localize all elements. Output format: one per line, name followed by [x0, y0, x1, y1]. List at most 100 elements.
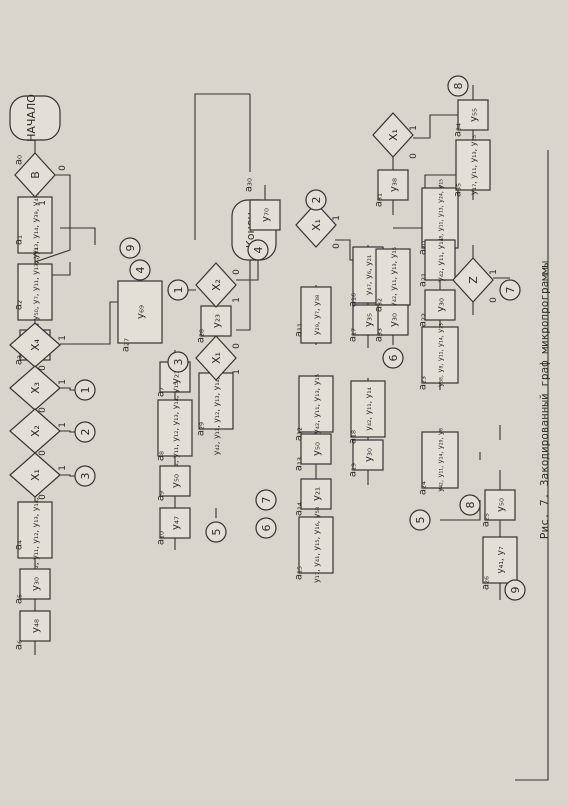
connector-c9_out: 9 — [504, 579, 526, 601]
block-label: y₂₃ — [212, 314, 223, 328]
block-label: y₁₇, y₄₁, y₁₅, y₁₆, y₅₈ — [312, 507, 321, 583]
block-a22: y₃₀ — [424, 289, 456, 321]
block-a5: y₃₀ — [19, 568, 51, 600]
branch-zero: 0 — [489, 297, 499, 303]
connector-number: 7 — [260, 497, 273, 504]
block-label: y₃₀ — [31, 577, 42, 591]
block-label: y₅₈, y₈, y₁₁, y₁₃, y₂₄, y₁₅ — [436, 179, 444, 257]
block-a20: y₅₈, y₈, y₁₁, y₁₃, y₂₄, y₁₅ — [421, 179, 459, 257]
connector-c3_out: 3 — [74, 465, 96, 487]
state-a20: a₂₀ — [418, 241, 429, 255]
condition-label: X₁ — [29, 469, 42, 481]
state-a23: a₂₃ — [418, 376, 429, 390]
connector-number: 1 — [79, 387, 92, 394]
block-a24: y₄₂, y₁₁, y₁₄, y₂₉, y₈ — [421, 428, 459, 492]
branch-one: 1 — [489, 269, 499, 275]
state-a3: a₃ — [14, 355, 25, 365]
state-a27: a₂₇ — [121, 338, 132, 352]
block-label: y₃₀ — [436, 298, 447, 312]
block-a26: y₄₁, y₇ — [482, 536, 518, 584]
connector-c1_in: 1 — [167, 279, 189, 301]
block-a10: y₄₇ — [159, 507, 191, 539]
condition-x2_mid: X₂ — [195, 262, 237, 308]
branch-one: 1 — [409, 125, 419, 131]
condition-x1_top: X₁ — [372, 112, 414, 158]
block-label: y₄₁, y₇ — [496, 546, 506, 574]
state-a26: a₂₆ — [481, 576, 492, 590]
block-label: y₅₅ — [469, 108, 480, 122]
state-labels: a₀a₁a₂a₃a₄a₅a₆a₂₇a₇a₈a₉a₁₀a₂₈a₂₉a₃₀a₁₁a₁… — [14, 123, 492, 650]
connector-c3_in: 3 — [167, 351, 189, 373]
block-label: y₄₃, y₁₃, y₁₄, y₃₉, y₄₇, y₁₆ — [31, 179, 40, 271]
connector-c5_out: 5 — [205, 521, 227, 543]
block-label: y₃₀ — [389, 313, 400, 327]
state-a22: a₂₂ — [418, 313, 429, 327]
connector-number: 6 — [387, 355, 400, 362]
state-a25: a₂₅ — [481, 513, 492, 527]
condition-label: X₄ — [29, 338, 42, 351]
state-a1: a₁ — [14, 235, 25, 245]
block-a34: y₅₅ — [457, 99, 489, 131]
svg-text:НАЧАЛО: НАЧАЛО — [25, 94, 38, 142]
block-label: y₄₂, y₁₁, y₁₂, y₁₃, y₁₄, y₁₅, y₆₆ — [212, 347, 221, 456]
connector-number: 1 — [172, 287, 185, 294]
block-label: y₄₇ — [171, 516, 182, 530]
connector-number: 6 — [260, 525, 273, 532]
branch-zero: 0 — [332, 243, 342, 249]
state-a33: a₃₃ — [374, 328, 385, 342]
condition-label: B — [29, 171, 42, 179]
block-label: y₆₉ — [136, 305, 147, 319]
block-label: y₅₈, y₈, y₁₁, y₁₄, y₂₃ — [436, 323, 444, 387]
state-a30: a₃₀ — [244, 178, 255, 192]
condition-x2_left: X₂ — [9, 408, 61, 454]
connector-number: 8 — [452, 83, 465, 90]
block-a9: y₅₀ — [159, 465, 191, 497]
block-a33: y₃₀ — [377, 304, 409, 336]
condition-label: X₁ — [310, 219, 323, 231]
branch-zero: 0 — [58, 165, 68, 171]
branch-one: 1 — [58, 422, 68, 428]
block-a23: y₅₈, y₈, y₁₁, y₁₄, y₂₃ — [421, 323, 459, 387]
state-a32: a₃₂ — [374, 298, 385, 312]
block-a28: y₂₃ — [200, 305, 232, 337]
state-a4: a₄ — [14, 540, 25, 550]
start-terminal: НАЧАЛО — [9, 94, 61, 142]
block-label: y₂₉, y₇, y₃₈ — [312, 295, 321, 335]
condition-label: X₂ — [210, 279, 223, 291]
branch-zero: 0 — [232, 269, 242, 275]
state-a9: a₉ — [156, 491, 167, 501]
state-a31: a₃₁ — [374, 193, 385, 207]
connector-number: 9 — [509, 587, 522, 594]
condition-x1_right: X₁ — [295, 202, 337, 248]
state-a5: a₅ — [14, 594, 25, 604]
branch-one: 1 — [58, 465, 68, 471]
state-a16: a₁₆ — [348, 293, 359, 307]
block-a35: y₁₇, y₁₁, y₁₃, y₁₅ — [455, 135, 491, 195]
block-a31: y₃₈ — [377, 169, 409, 201]
block-label: y₃₅ — [364, 313, 375, 327]
connector-c8_top: 8 — [447, 75, 469, 97]
connector-number: 5 — [210, 529, 223, 536]
block-label: y₂₁ — [171, 370, 182, 384]
branch-zero: 0 — [232, 343, 242, 349]
block-a12: y₄₂, y₁₁, y₁₃, y₁₅ — [298, 374, 334, 434]
branch-one: 1 — [332, 215, 342, 221]
block-a18: y₄₂, y₁₁, y₁₄ — [350, 380, 386, 438]
connector-c5_in: 5 — [409, 509, 431, 531]
condition-x1_left: X₁ — [9, 452, 61, 498]
block-a25: y₅₀ — [484, 489, 516, 521]
block-a4: y₄₂, y₁₁, y₁₂, y₁₃, y₁₄, y₁₅ — [17, 484, 53, 576]
block-label: y₄₂, y₁₁, y₁₃, y₁₅ — [389, 247, 398, 307]
condition-x3: X₃ — [9, 365, 61, 411]
condition-label: X₃ — [29, 382, 42, 394]
block-a30: y₇₀ — [249, 199, 281, 231]
connector-c4_out: 4 — [129, 259, 151, 281]
block-label: y₃₀ — [364, 448, 375, 462]
block-label: y₄₂, y₁₁, y₁₄ — [436, 238, 445, 282]
block-a2: y₆₄, y₅₀, y₇, y₁₁, y₁₃, y₁₄ — [17, 247, 53, 337]
